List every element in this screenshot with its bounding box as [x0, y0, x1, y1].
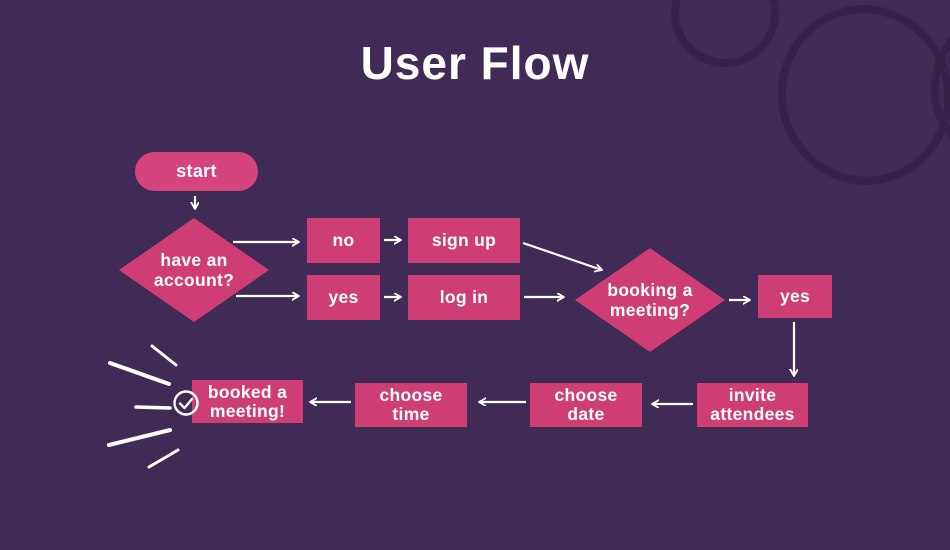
node-start: start — [135, 152, 258, 191]
node-booked-meeting: booked a meeting! — [192, 380, 303, 423]
node-no: no — [307, 218, 380, 263]
check-circle-ring — [173, 390, 199, 416]
node-sign-up: sign up — [408, 218, 520, 263]
node-booking-meeting-label: booking a meeting? — [607, 280, 693, 320]
node-yes-booking-label: yes — [779, 286, 811, 306]
node-have-account-label: have an account? — [153, 250, 235, 290]
node-invite-attendees: invite attendees — [697, 383, 808, 427]
decision-diamond-booking-meeting — [575, 248, 725, 352]
node-start-label: start — [176, 161, 217, 181]
node-yes-label: yes — [328, 287, 359, 307]
arrow-sign-up-to-booking-meeting — [522, 241, 602, 270]
node-log-in: log in — [408, 275, 520, 320]
node-yes-booking: yes — [758, 275, 832, 318]
doodle-circle-icon — [930, 14, 950, 156]
doodle-circle-icon — [671, 0, 779, 67]
check-mark-icon — [178, 397, 194, 410]
node-log-in-label: log in — [439, 287, 489, 307]
node-sign-up-label: sign up — [431, 230, 497, 250]
node-no-label: no — [332, 230, 355, 250]
celebration-rays — [107, 344, 180, 469]
decision-diamond-have-account — [119, 218, 269, 322]
node-yes: yes — [307, 275, 380, 320]
node-choose-time: choose time — [355, 383, 467, 427]
node-choose-date: choose date — [530, 383, 642, 427]
page-title: User Flow — [360, 37, 590, 89]
doodle-circle-icon — [777, 5, 950, 185]
